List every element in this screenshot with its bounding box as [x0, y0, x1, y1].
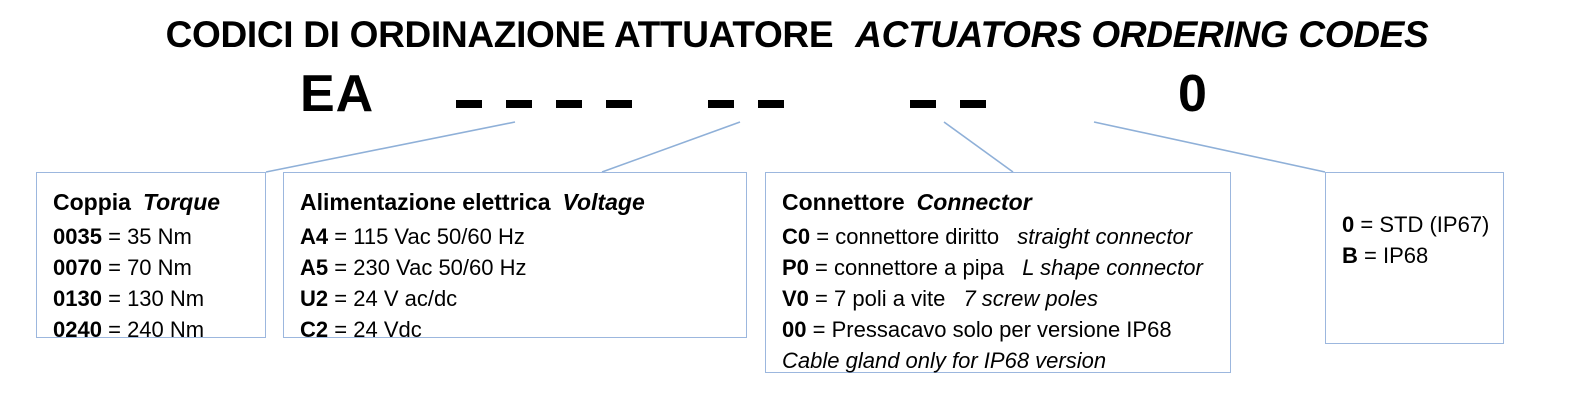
option-desc: STD (IP67)	[1379, 212, 1490, 237]
option-desc: 240 Nm	[127, 317, 205, 342]
code-dash-1-2	[506, 100, 532, 108]
table-row: P0 = connettore a pipa L shape connector	[782, 252, 1230, 283]
table-row: 0240 = 240 Nm	[53, 314, 265, 345]
option-desc: Pressacavo solo per versione IP68	[831, 317, 1172, 342]
equals-sign: =	[815, 286, 828, 311]
equals-sign: =	[334, 255, 348, 280]
box-connector-footnote: Cable gland only for IP68 version	[782, 348, 1107, 373]
table-row: C0 = connettore diritto straight connect…	[782, 221, 1230, 252]
equals-sign: =	[816, 224, 830, 249]
code-dash-1-3	[556, 100, 582, 108]
option-desc: 24 Vdc	[353, 317, 422, 342]
option-code: C2	[300, 317, 329, 342]
option-desc: 7 poli a vite	[834, 286, 946, 311]
table-row: 00 = Pressacavo solo per versione IP68	[782, 314, 1230, 345]
code-dash-3-2	[960, 100, 986, 108]
leader-line-connector	[943, 121, 1014, 173]
box-torque-title-italian: Coppia	[53, 189, 131, 215]
option-desc: 35 Nm	[127, 224, 192, 249]
option-desc: 115 Vac 50/60 Hz	[353, 224, 525, 249]
option-code: V0	[782, 286, 809, 311]
table-row: A4 = 115 Vac 50/60 Hz	[300, 221, 746, 252]
code-dash-3-1	[910, 100, 936, 108]
option-code: 0240	[53, 317, 102, 342]
box-torque: Coppia Torque 0035 = 35 Nm 0070 = 70 Nm 0…	[36, 172, 266, 342]
box-voltage-title-english: Voltage	[562, 189, 645, 215]
option-desc-english: straight connector	[1017, 224, 1193, 249]
equals-sign: =	[334, 286, 348, 311]
option-code: 0070	[53, 255, 102, 280]
code-dash-1-4	[606, 100, 632, 108]
code-dash-2-2	[758, 100, 784, 108]
box-connector-title: Connettore Connector	[782, 187, 1230, 218]
table-row: 0130 = 130 Nm	[53, 283, 265, 314]
table-row: C2 = 24 Vdc	[300, 314, 746, 345]
option-code: A4	[300, 224, 329, 249]
equals-sign: =	[334, 317, 348, 342]
equals-sign: =	[1364, 243, 1377, 268]
option-code: 0130	[53, 286, 102, 311]
box-voltage: Alimentazione elettrica Voltage A4 = 115 …	[283, 172, 747, 342]
option-desc: 24 V ac/dc	[353, 286, 458, 311]
equals-sign: =	[108, 255, 121, 280]
table-row: B = IP68	[1342, 240, 1503, 271]
code-prefix: EA	[300, 65, 375, 123]
page-title: CODICI DI ORDINAZIONE ATTUATORE ACTUATORS…	[0, 14, 1594, 56]
box-torque-title-english: Torque	[142, 189, 221, 215]
option-desc-english: 7 screw poles	[963, 286, 1098, 311]
option-code: 00	[782, 317, 807, 342]
page-title-italian: CODICI DI ORDINAZIONE ATTUATORE	[165, 14, 834, 55]
code-dash-1-1	[456, 100, 482, 108]
box-connector-title-english: Connector	[916, 189, 1032, 215]
equals-sign: =	[108, 317, 121, 342]
equals-sign: =	[815, 255, 828, 280]
box-connector-title-italian: Connettore	[782, 189, 905, 215]
table-row: 0035 = 35 Nm	[53, 221, 265, 252]
table-row: V0 = 7 poli a vite 7 screw poles	[782, 283, 1230, 314]
leader-line-torque	[265, 121, 516, 173]
option-desc: 230 Vac 50/60 Hz	[353, 255, 527, 280]
box-ip-rating: 0 = STD (IP67) B = IP68	[1325, 172, 1504, 344]
table-row: U2 = 24 V ac/dc	[300, 283, 746, 314]
box-voltage-title-italian: Alimentazione elettrica	[300, 189, 551, 215]
option-code: A5	[300, 255, 329, 280]
leader-line-ip	[1093, 121, 1326, 173]
box-voltage-title: Alimentazione elettrica Voltage	[300, 187, 746, 218]
option-code: U2	[300, 286, 329, 311]
equals-sign: =	[812, 317, 826, 342]
box-torque-title: Coppia Torque	[53, 187, 265, 218]
option-desc: 70 Nm	[127, 255, 192, 280]
table-row: 0 = STD (IP67)	[1342, 209, 1503, 240]
equals-sign: =	[334, 224, 348, 249]
option-code: B	[1342, 243, 1358, 268]
option-desc: connettore a pipa	[834, 255, 1005, 280]
option-code: 0035	[53, 224, 102, 249]
table-row: 0070 = 70 Nm	[53, 252, 265, 283]
leader-line-voltage	[601, 121, 741, 173]
option-desc: IP68	[1383, 243, 1429, 268]
option-code: P0	[782, 255, 809, 280]
option-desc: 130 Nm	[127, 286, 205, 311]
option-desc-english: L shape connector	[1022, 255, 1203, 280]
equals-sign: =	[108, 224, 121, 249]
option-code: C0	[782, 224, 811, 249]
equals-sign: =	[108, 286, 121, 311]
equals-sign: =	[1360, 212, 1374, 237]
code-line: EA 0	[0, 66, 1594, 122]
code-dash-2-1	[708, 100, 734, 108]
box-connector: Connettore Connector C0 = connettore diri…	[765, 172, 1231, 373]
code-suffix: 0	[1178, 65, 1208, 123]
option-code: 0	[1342, 212, 1355, 237]
option-desc: connettore diritto	[835, 224, 1000, 249]
page-title-english: ACTUATORS ORDERING CODES	[855, 14, 1429, 55]
table-row: A5 = 230 Vac 50/60 Hz	[300, 252, 746, 283]
